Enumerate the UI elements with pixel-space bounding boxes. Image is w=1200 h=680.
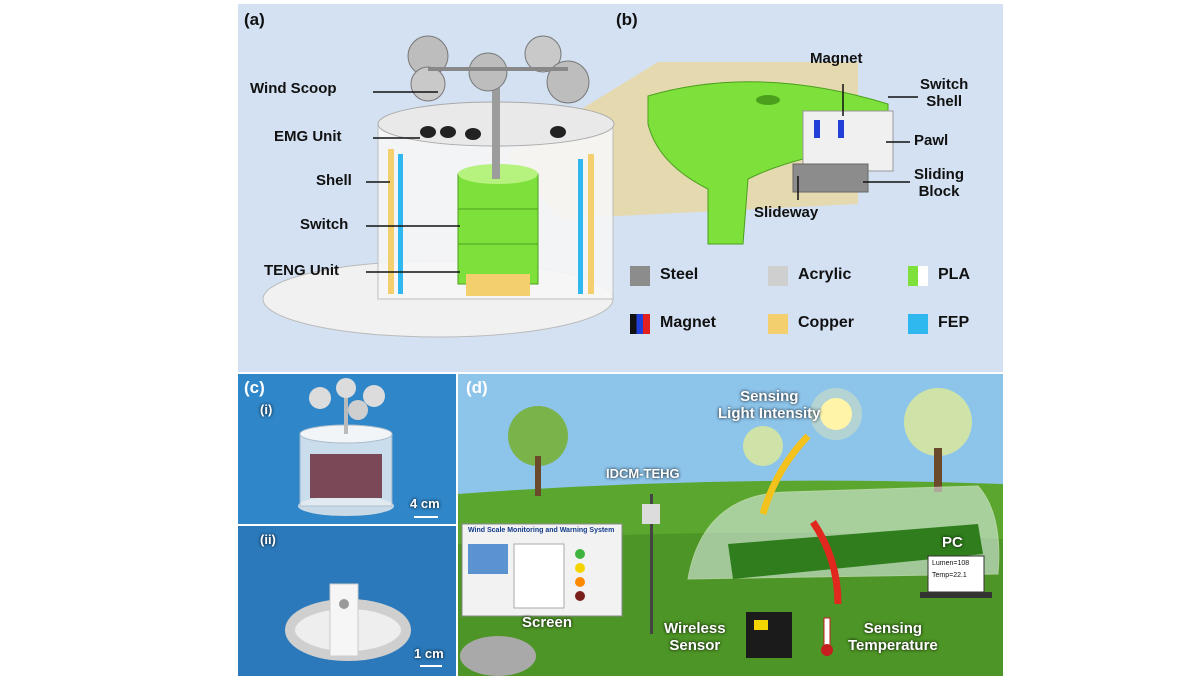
legend-label-acrylic: Acrylic bbox=[798, 266, 852, 283]
copper-ring bbox=[466, 274, 530, 296]
sun bbox=[820, 398, 852, 430]
label-slideway: Slideway bbox=[754, 204, 819, 221]
label-switch-shell: Switch Shell bbox=[920, 76, 969, 110]
status-light bbox=[575, 549, 585, 559]
legend-label-fep: FEP bbox=[938, 314, 970, 331]
tree-crown bbox=[904, 388, 972, 456]
panel-c-ii: (ii) 1 cm bbox=[238, 526, 456, 676]
device-mini bbox=[642, 504, 660, 524]
tree-trunk bbox=[535, 456, 541, 496]
thermometer bbox=[823, 617, 831, 647]
legend-swatch-copper bbox=[768, 314, 788, 334]
device-cup bbox=[309, 387, 331, 409]
device-cup bbox=[363, 385, 385, 407]
fep-strip bbox=[578, 159, 583, 294]
pc-readout-lumen: Lumen=108 bbox=[932, 560, 970, 567]
thermometer-bulb bbox=[821, 644, 833, 656]
label-sliding-block: Sliding Block bbox=[914, 166, 964, 200]
panel-d: (d) Sensing Light Intensity IDCM-TEHG PC… bbox=[458, 374, 1003, 676]
emg-hole bbox=[420, 126, 436, 138]
legend-label-pla: PLA bbox=[938, 266, 970, 283]
label-teng-unit: TENG Unit bbox=[264, 262, 339, 279]
wind-cup bbox=[546, 60, 590, 104]
farm-scene bbox=[458, 388, 1003, 676]
wind-cup bbox=[410, 66, 446, 102]
label-magnet: Magnet bbox=[810, 50, 863, 67]
sun-glow bbox=[810, 388, 862, 440]
sensor-chip bbox=[754, 620, 768, 630]
label-sensing-temperature: Sensing Temperature bbox=[848, 620, 938, 654]
fep-strip bbox=[398, 154, 403, 294]
shaft bbox=[492, 59, 500, 179]
legend-swatch-acrylic bbox=[768, 266, 788, 286]
pc-screen bbox=[927, 555, 985, 593]
magnet-blue bbox=[838, 120, 844, 138]
tree-trunk bbox=[934, 448, 942, 492]
panel-ab-drawing bbox=[262, 35, 918, 338]
pc-readout-temp: Temp=22.1 bbox=[932, 572, 967, 579]
switch-photo bbox=[285, 583, 442, 667]
legend-swatch-pla bbox=[908, 266, 928, 286]
legend-label-magnet: Magnet bbox=[660, 314, 716, 331]
wind-cup bbox=[468, 52, 508, 92]
device-cup bbox=[348, 400, 368, 420]
copper-strip bbox=[388, 149, 394, 294]
panel-label-c: (c) bbox=[244, 378, 265, 397]
screen-gauge bbox=[468, 544, 508, 574]
label-switch: Switch bbox=[300, 216, 349, 233]
switch-slider bbox=[329, 583, 359, 657]
tree-crown bbox=[743, 426, 783, 466]
status-light bbox=[575, 577, 585, 587]
status-light bbox=[575, 591, 585, 601]
emg-hole bbox=[440, 126, 456, 138]
emg-hole bbox=[465, 128, 481, 140]
rock bbox=[460, 636, 536, 676]
sliding-block-part bbox=[792, 163, 869, 193]
scale-label-1: 4 cm bbox=[410, 496, 440, 511]
panel-a-b: (a) (b) Wind Scoop EMG Unit Shell Switch… bbox=[238, 4, 1003, 372]
sub-label-i: (i) bbox=[260, 402, 273, 417]
shell-hole bbox=[756, 95, 780, 105]
label-pawl: Pawl bbox=[914, 132, 949, 149]
label-wireless-sensor: Wireless Sensor bbox=[664, 620, 726, 654]
label-screen: Screen bbox=[522, 614, 573, 631]
pc-base bbox=[920, 592, 992, 598]
legend-swatch-fep bbox=[908, 314, 928, 334]
device-pole bbox=[650, 494, 653, 634]
crop-rows bbox=[728, 524, 983, 579]
emg-hole bbox=[550, 126, 566, 138]
sub-label-ii: (ii) bbox=[260, 532, 276, 547]
device-cup bbox=[336, 378, 356, 398]
screen-title: Wind Scale Monitoring and Warning System bbox=[468, 527, 615, 534]
label-idcm-tehg: IDCM-TEHG bbox=[606, 466, 680, 481]
legend-label-steel: Steel bbox=[660, 266, 699, 283]
status-light bbox=[575, 563, 585, 573]
label-shell: Shell bbox=[316, 172, 352, 189]
wireless-sensor-board bbox=[746, 612, 792, 658]
panel-label-b: (b) bbox=[616, 10, 638, 29]
device-core bbox=[310, 454, 382, 498]
light-arrow bbox=[759, 433, 811, 515]
panel-c-i: (c) (i) 4 cm bbox=[238, 374, 456, 524]
switch-hole bbox=[339, 599, 349, 609]
wind-cup bbox=[524, 35, 562, 73]
label-emg-unit: EMG Unit bbox=[274, 128, 342, 145]
label-sensing-light: Sensing Light Intensity bbox=[718, 388, 821, 422]
panel-label-d: (d) bbox=[466, 378, 488, 397]
screen-chart bbox=[513, 543, 565, 609]
temperature-arrow bbox=[810, 520, 842, 605]
label-pc: PC bbox=[942, 534, 963, 551]
tree-crown bbox=[508, 406, 568, 466]
switch-stack bbox=[457, 173, 539, 285]
panel-label-a: (a) bbox=[244, 10, 265, 29]
scale-label-2: 1 cm bbox=[414, 646, 444, 661]
copper-strip bbox=[588, 154, 594, 294]
legend-swatch-steel bbox=[630, 266, 650, 286]
label-wind-scoop: Wind Scoop bbox=[250, 80, 337, 97]
magnet-blue bbox=[814, 120, 820, 138]
device-photo bbox=[298, 378, 438, 518]
legend-label-copper: Copper bbox=[798, 314, 854, 331]
legend-swatch-magnet bbox=[630, 314, 650, 334]
device-shaft bbox=[344, 396, 348, 434]
